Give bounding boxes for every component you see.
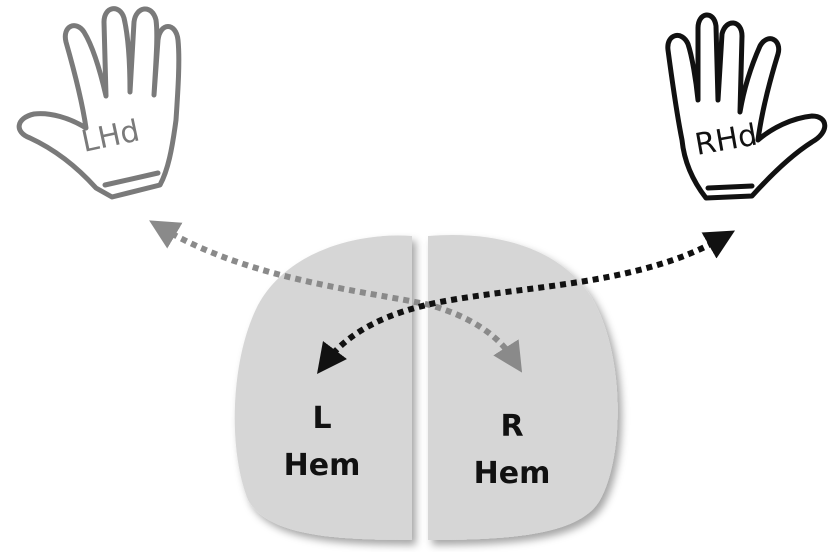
left-hemisphere (234, 235, 412, 541)
right-hemisphere-label-line1: R (500, 409, 523, 444)
right-hemisphere (428, 234, 618, 540)
right-hand-icon (665, 12, 828, 201)
right-hand-to-left-hemisphere-arrow (316, 230, 736, 374)
left-hemisphere-label-line1: L (312, 401, 331, 436)
right-hand-label: RHd (692, 118, 760, 163)
left-hand-icon (16, 6, 182, 200)
right-hemisphere-label-line2: Hem (474, 456, 551, 491)
left-hemisphere-label-line2: Hem (284, 448, 361, 483)
left-hand-label: LHd (78, 113, 142, 159)
